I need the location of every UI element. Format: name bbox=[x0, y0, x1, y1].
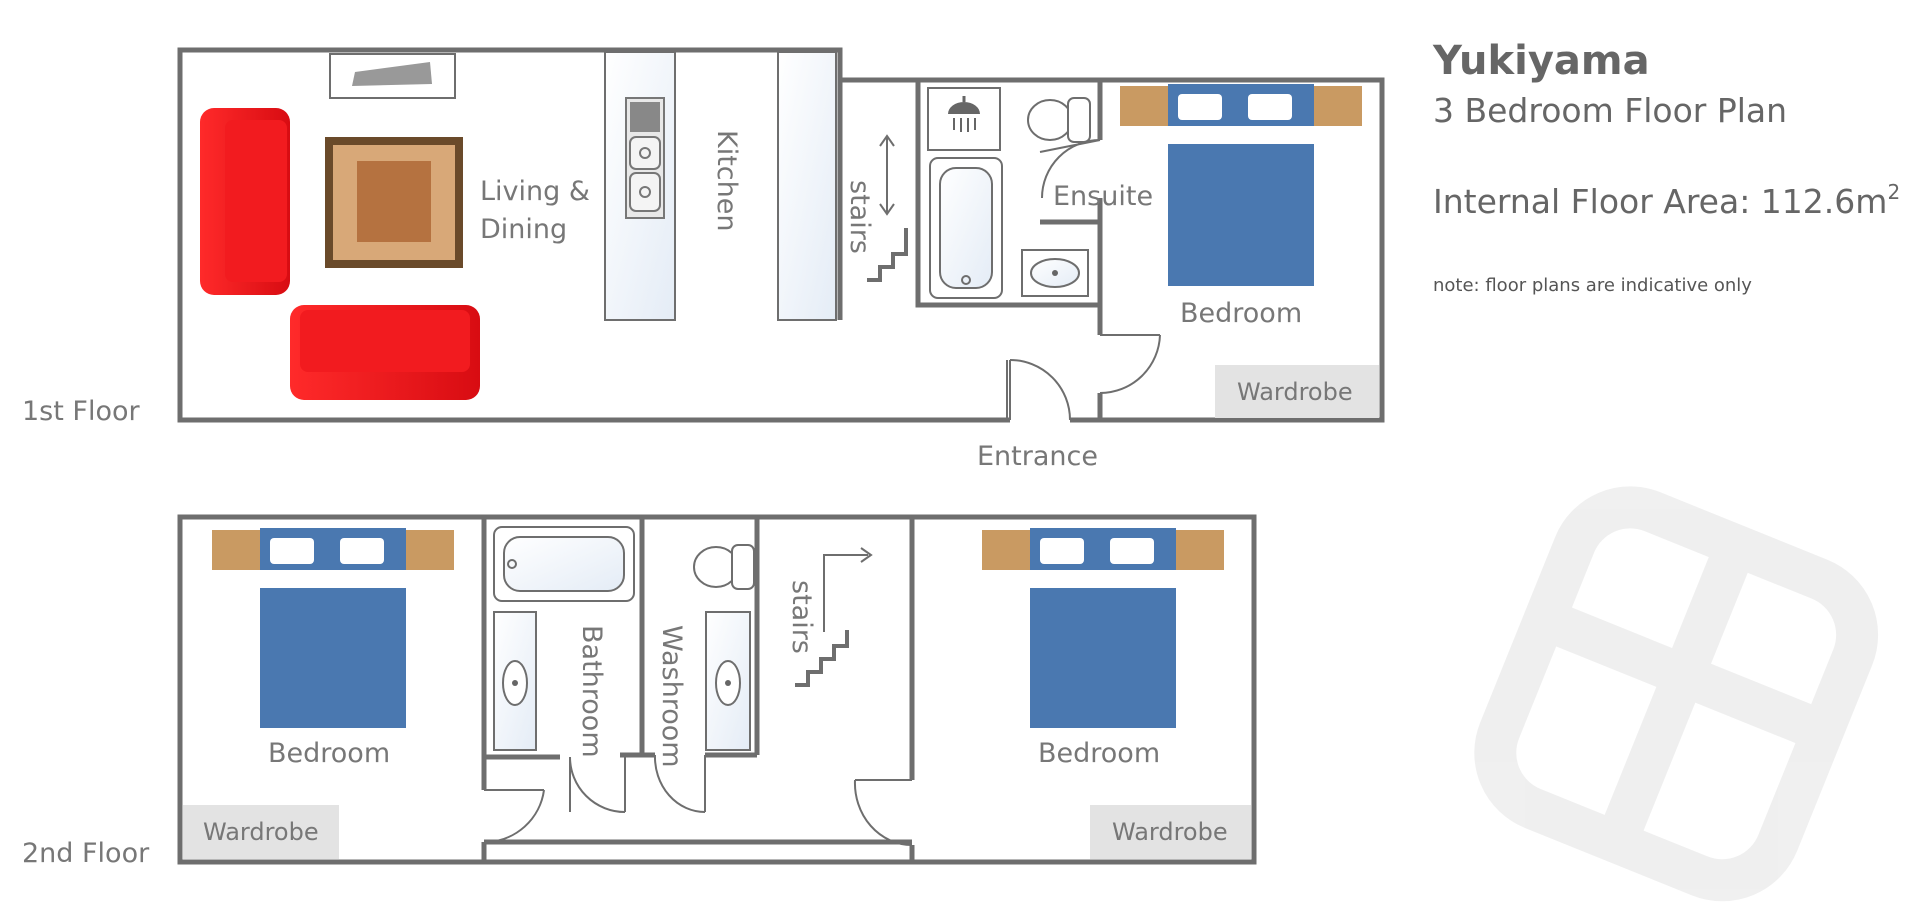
plan-subtitle: 3 Bedroom Floor Plan bbox=[1433, 91, 1787, 130]
door-icon bbox=[569, 756, 626, 813]
bed-icon bbox=[982, 528, 1224, 728]
wardrobe bbox=[1215, 365, 1379, 418]
floor-area-label: Internal Floor Area: 112.6m bbox=[1433, 182, 1887, 221]
room-label-kitchen: Kitchen bbox=[711, 130, 742, 231]
door-icon bbox=[1039, 139, 1101, 199]
disclaimer-note: note: floor plans are indicative only bbox=[1433, 275, 1752, 296]
wardrobe-label-left: Wardrobe bbox=[203, 818, 319, 846]
room-label-dining: Dining bbox=[480, 214, 567, 245]
wardrobe bbox=[183, 805, 339, 859]
sink-icon bbox=[1021, 249, 1089, 297]
stove-icon bbox=[630, 102, 660, 132]
second-floor: Bedroom Wardrobe Bathroom Washroom stair… bbox=[22, 514, 1257, 869]
room-label-bedroom-right: Bedroom bbox=[1038, 738, 1160, 769]
sofa-icon bbox=[290, 305, 480, 400]
sofa-icon bbox=[200, 108, 290, 295]
door-icon bbox=[484, 789, 545, 843]
bathtub-icon bbox=[929, 157, 1003, 299]
door-icon bbox=[1099, 334, 1161, 394]
shower-icon bbox=[927, 87, 1001, 151]
title-block: Yukiyama 3 Bedroom Floor Plan Internal F… bbox=[1432, 38, 1900, 296]
toilet-icon bbox=[693, 544, 755, 590]
door-icon bbox=[853, 779, 913, 847]
entrance-label: Entrance bbox=[977, 441, 1098, 472]
watermark-logo bbox=[1474, 486, 1879, 902]
tv-icon bbox=[329, 53, 456, 99]
room-label-ensuite: Ensuite bbox=[1053, 181, 1153, 212]
sink-icon bbox=[705, 611, 751, 751]
kitchen-counter bbox=[604, 51, 676, 321]
first-floor: Living & Dining Kitchen stairs Ensuite B… bbox=[22, 47, 1385, 472]
room-label-bedroom-left: Bedroom bbox=[268, 738, 390, 769]
wall bbox=[915, 80, 1100, 308]
bed-icon bbox=[212, 528, 454, 728]
plan-title: Yukiyama bbox=[1432, 38, 1650, 84]
wardrobe-label: Wardrobe bbox=[1237, 378, 1353, 406]
wardrobe-label-right: Wardrobe bbox=[1112, 818, 1228, 846]
door-icon bbox=[1006, 359, 1071, 421]
floor-label-second: 2nd Floor bbox=[22, 838, 150, 869]
room-label-stairs: stairs bbox=[844, 180, 875, 254]
wardrobe bbox=[1090, 805, 1251, 859]
bathtub-icon bbox=[493, 526, 635, 602]
floor-label-first: 1st Floor bbox=[22, 396, 140, 427]
second-floor-outer-wall bbox=[177, 514, 1257, 865]
sink-icon bbox=[629, 136, 661, 212]
sink-icon bbox=[493, 611, 537, 751]
floor-area-superscript: 2 bbox=[1887, 180, 1900, 204]
toilet-icon bbox=[1027, 97, 1091, 143]
rug-icon bbox=[325, 137, 463, 268]
stairs-icon bbox=[867, 134, 908, 282]
kitchen-bench bbox=[777, 51, 837, 321]
floor-area: Internal Floor Area: 112.6m2 bbox=[1433, 180, 1900, 221]
room-label-washroom: Washroom bbox=[656, 625, 687, 768]
bed-icon bbox=[1120, 84, 1362, 286]
room-label-living: Living & bbox=[480, 176, 590, 207]
room-label-bathroom: Bathroom bbox=[576, 625, 607, 758]
stairs-icon bbox=[795, 547, 873, 687]
door-icon bbox=[653, 754, 706, 813]
room-label-stairs-2: stairs bbox=[786, 580, 817, 654]
room-label-bedroom: Bedroom bbox=[1180, 298, 1302, 329]
